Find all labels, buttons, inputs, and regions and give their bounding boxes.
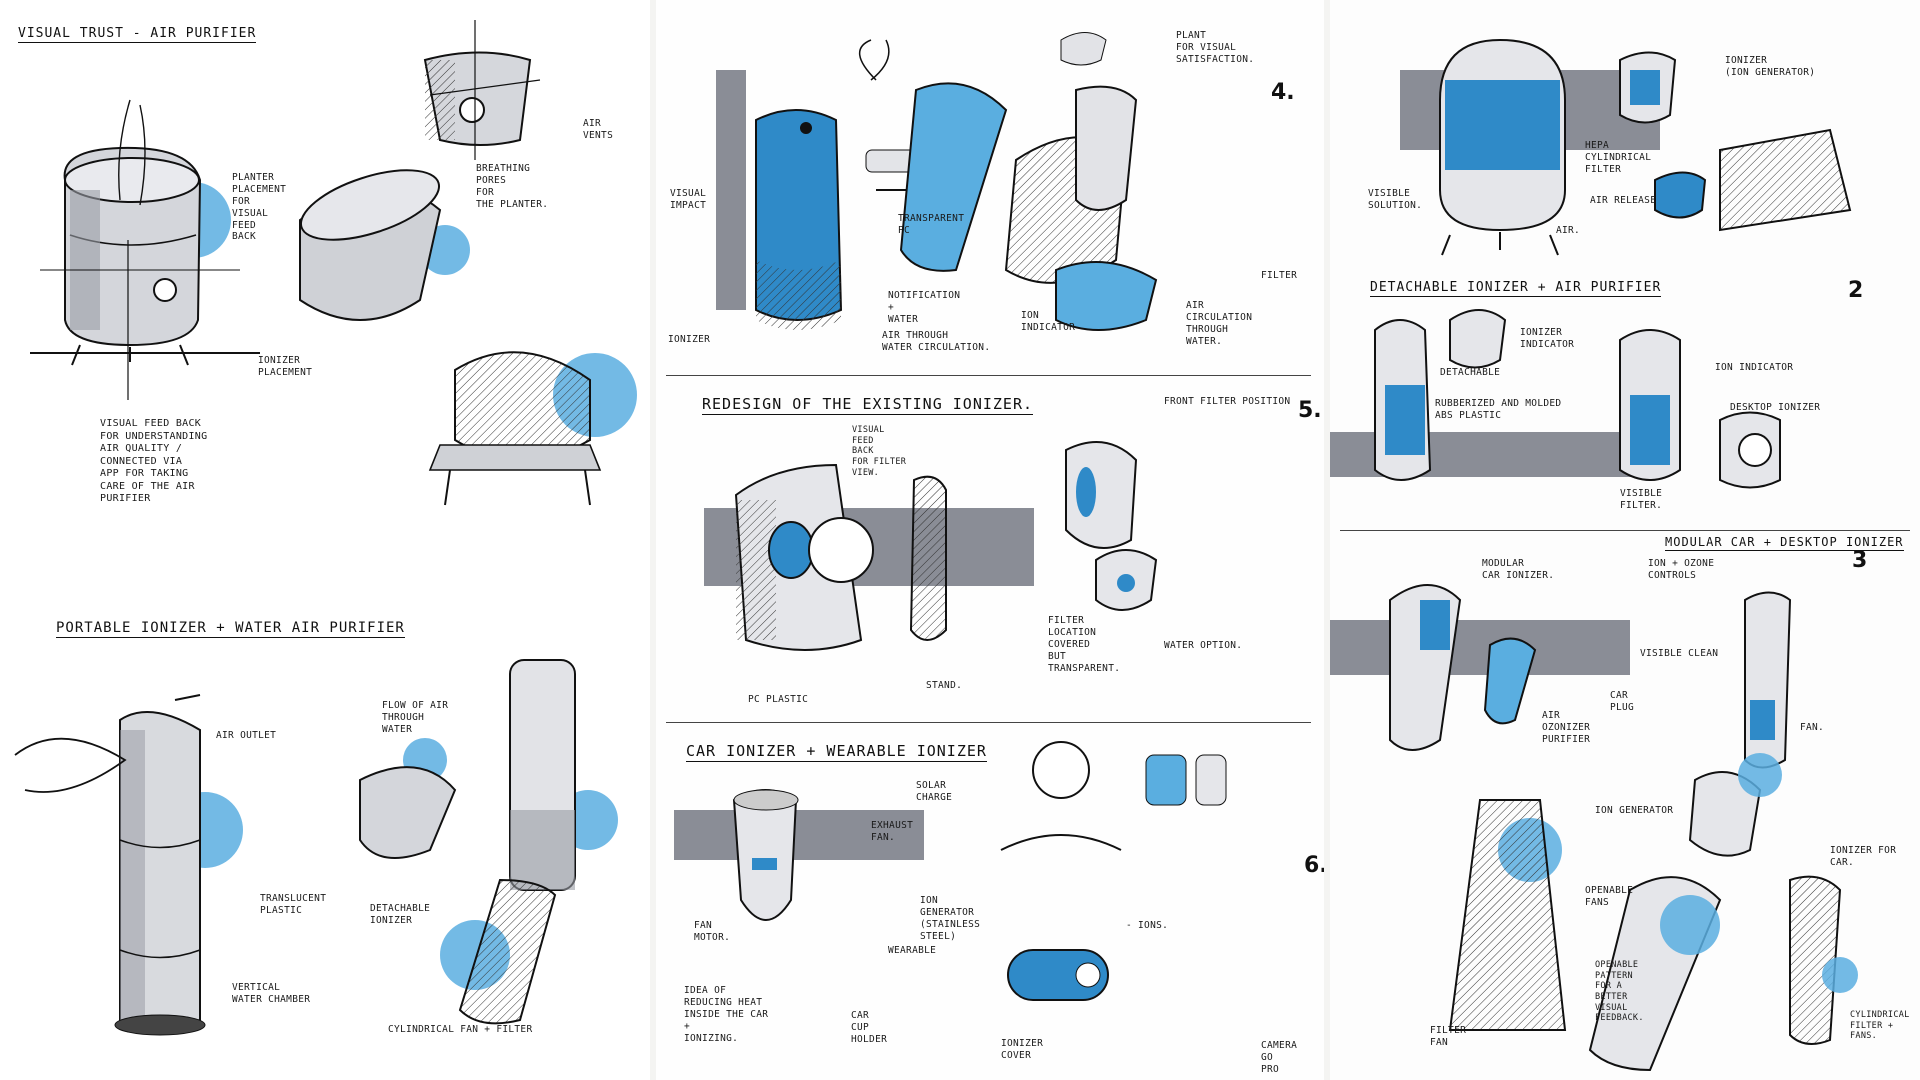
label-air-vents: AIR VENTS xyxy=(583,118,614,141)
label-rubberized: RUBBERIZED AND MOLDED ABS PLASTIC xyxy=(1435,398,1562,421)
label-ionizer-placement: IONIZER PLACEMENT xyxy=(258,355,313,378)
sketch-panel-middle: 4. VISUAL IMPACT TRANSPARENT PC NOTIFICA… xyxy=(656,0,1324,1080)
label-air: AIR. xyxy=(1556,225,1581,236)
panel-right-drawings xyxy=(1330,38,1858,1072)
label-visible-solution: VISIBLE SOLUTION. xyxy=(1368,188,1423,211)
label-filter-location: FILTER LOCATION COVERED BUT TRANSPARENT. xyxy=(1048,615,1121,674)
label-flow: FLOW OF AIR THROUGH WATER xyxy=(382,700,449,735)
label-translucent: TRANSLUCENT PLASTIC xyxy=(260,893,327,916)
label-modular: MODULAR CAR IONIZER. xyxy=(1482,558,1555,581)
label-detachable: DETACHABLE IONIZER xyxy=(370,903,431,926)
section-divider xyxy=(1340,530,1910,531)
tall-cylinder-sketch xyxy=(509,659,618,891)
label-visible-filter: VISIBLE FILTER. xyxy=(1620,488,1663,511)
label-solar: SOLAR CHARGE xyxy=(916,780,953,803)
section2-sketches xyxy=(1330,309,1781,489)
label-air-through: AIR THROUGH WATER CIRCULATION. xyxy=(882,330,991,353)
section-title-car: CAR IONIZER + WEARABLE IONIZER xyxy=(686,742,987,762)
label-ionizer: IONIZER xyxy=(668,334,711,345)
section-number-2: 2 xyxy=(1848,278,1864,303)
label-ionizer-indicator: IONIZER INDICATOR xyxy=(1520,327,1575,350)
section4-sketches xyxy=(716,32,1158,331)
section5-sketches xyxy=(704,441,1158,651)
label-hepa: HEPA CYLINDRICAL FILTER xyxy=(1585,140,1652,175)
label-ozone: ION + OZONE CONTROLS xyxy=(1648,558,1715,581)
section-number-3: 3 xyxy=(1852,548,1868,573)
label-ion-indicator: ION INDICATOR xyxy=(1715,362,1794,373)
label-front-filter: FRONT FILTER POSITION xyxy=(1164,396,1291,407)
label-plant: PLANT FOR VISUAL SATISFACTION. xyxy=(1176,30,1255,65)
sketch-panel-left: VISUAL TRUST - AIR PURIFIER PLANTER PLAC… xyxy=(0,0,650,1080)
label-ionizer-car: IONIZER FOR CAR. xyxy=(1830,845,1897,868)
label-visual-impact: VISUAL IMPACT xyxy=(670,188,707,211)
label-filter-fan: FILTER FAN xyxy=(1430,1025,1467,1048)
label-exhaust: EXHAUST FAN. xyxy=(871,820,914,843)
label-cyl-filter: CYLINDRICAL FILTER + FANS. xyxy=(1850,1010,1910,1042)
section1-sketches xyxy=(1400,38,1852,256)
label-pattern: OPENABLE PATTERN FOR A BETTER VISUAL FEE… xyxy=(1595,960,1644,1024)
label-planter: PLANTER PLACEMENT FOR VISUAL FEED BACK xyxy=(232,172,287,243)
label-car-cup: CAR CUP HOLDER xyxy=(851,1010,888,1045)
section-title-detachable: DETACHABLE IONIZER + AIR PURIFIER xyxy=(1370,280,1662,297)
section-number-4: 4. xyxy=(1271,80,1295,105)
label-pc-plastic: PC PLASTIC xyxy=(748,694,809,705)
label-filter: FILTER xyxy=(1261,270,1298,281)
section6-sketches xyxy=(674,741,1227,1001)
section-divider xyxy=(666,375,1311,376)
label-openable-fans: OPENABLE FANS xyxy=(1585,885,1634,908)
cup-purifier-sketch xyxy=(359,738,457,859)
label-air-outlet: AIR OUTLET xyxy=(216,730,277,741)
label-ion-indicator: ION INDICATOR xyxy=(1021,310,1076,333)
label-fan-motor: FAN MOTOR. xyxy=(694,920,731,943)
label-fan: FAN. xyxy=(1800,722,1825,733)
label-air-ozonizer: AIR OZONIZER PURIFIER xyxy=(1542,710,1591,745)
section-title-redesign: REDESIGN OF THE EXISTING IONIZER. xyxy=(702,395,1034,415)
panel-title: VISUAL TRUST - AIR PURIFIER xyxy=(18,26,257,43)
purifier-planter-sketch xyxy=(30,99,260,400)
label-ionizer-cover: IONIZER COVER xyxy=(1001,1038,1044,1061)
section-number-6: 6. xyxy=(1304,853,1324,878)
label-ionizer-gen: IONIZER (ION GENERATOR) xyxy=(1725,55,1816,78)
hatched-purifier-sketch xyxy=(428,351,637,506)
sketch-panel-right: IONIZER (ION GENERATOR) HEPA CYLINDRICAL… xyxy=(1330,0,1920,1080)
panel-divider xyxy=(650,0,656,1080)
tilted-planter-sketch xyxy=(299,169,470,321)
label-ions: - IONS. xyxy=(1126,920,1169,931)
label-ion-generator: ION GENERATOR (STAINLESS STEEL) xyxy=(920,895,981,942)
label-visible-clean: VISIBLE CLEAN xyxy=(1640,648,1719,659)
label-desktop-ionizer: DESKTOP IONIZER xyxy=(1730,402,1821,413)
label-air-circulation: AIR CIRCULATION THROUGH WATER. xyxy=(1186,300,1253,347)
air-vent-pot-sketch xyxy=(423,20,541,160)
label-wearable: WEARABLE xyxy=(888,945,937,956)
label-car-plug: CAR PLUG xyxy=(1610,690,1635,713)
panel-divider xyxy=(1324,0,1330,1080)
panel-left-drawings xyxy=(14,20,637,1036)
label-idea: IDEA OF REDUCING HEAT INSIDE THE CAR + I… xyxy=(684,985,769,1044)
label-feedback: VISUAL FEED BACK FOR UNDERSTANDING AIR Q… xyxy=(100,418,208,504)
label-detachable: DETACHABLE xyxy=(1440,367,1501,378)
label-cylindrical: CYLINDRICAL FAN + FILTER xyxy=(388,1024,533,1035)
section-number-5: 5. xyxy=(1298,398,1322,423)
section3-sketches xyxy=(1330,584,1792,769)
section4-sketches xyxy=(1448,753,1858,1072)
panel-middle-drawings xyxy=(674,32,1227,1001)
label-transparent: TRANSPARENT PC xyxy=(898,213,965,236)
label-visual-feed: VISUAL FEED BACK FOR FILTER VIEW. xyxy=(852,425,907,478)
label-pores: BREATHING PORES FOR THE PLANTER. xyxy=(476,163,549,210)
detachable-ionizer-sketch xyxy=(440,878,557,1025)
label-air-release: AIR RELEASE xyxy=(1590,195,1657,206)
section-title-portable: PORTABLE IONIZER + WATER AIR PURIFIER xyxy=(56,620,405,638)
section-title-modular: MODULAR CAR + DESKTOP IONIZER xyxy=(1665,535,1904,551)
portable-water-purifier-sketch xyxy=(14,694,243,1036)
section-divider xyxy=(666,722,1311,723)
label-camera: CAMERA GO PRO xyxy=(1261,1040,1298,1075)
label-vertical: VERTICAL WATER CHAMBER xyxy=(232,982,311,1005)
label-water-option: WATER OPTION. xyxy=(1164,640,1243,651)
label-notification: NOTIFICATION + WATER xyxy=(888,290,961,325)
label-stand: STAND. xyxy=(926,680,963,691)
label-ion-generator: ION GENERATOR xyxy=(1595,805,1674,816)
